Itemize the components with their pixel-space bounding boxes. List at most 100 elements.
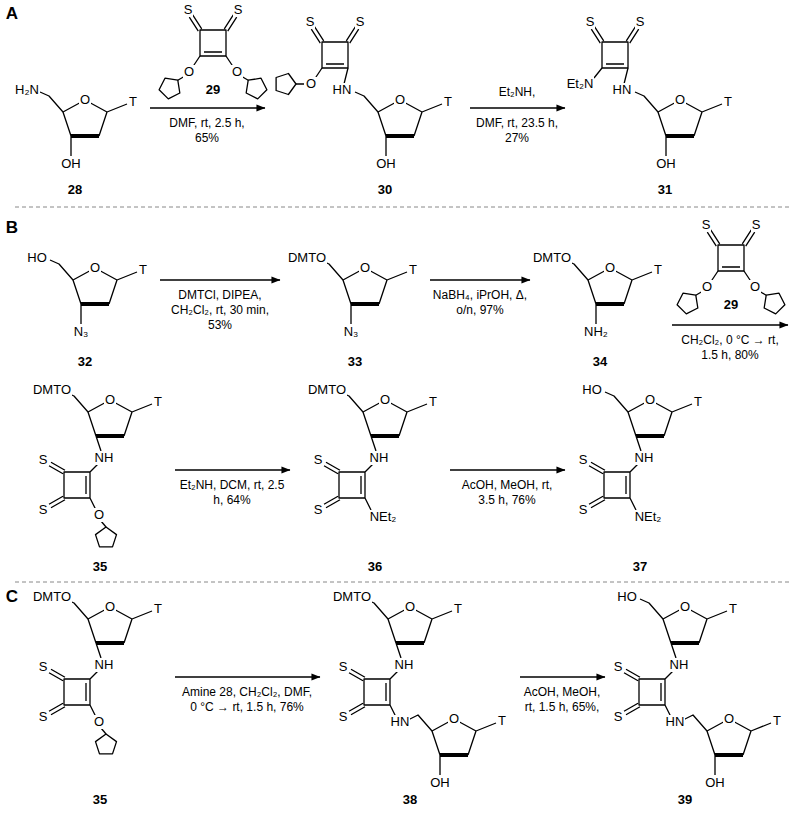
atom-label: S [38,453,49,467]
atom-label: S [305,15,316,29]
reaction-arrow [450,469,565,470]
atom-label: O [93,715,105,729]
atom-label: NEt₂ [369,510,398,524]
compound-number: 30 [377,183,393,197]
section-divider [15,207,790,582]
reaction-conditions: Et₂NH, [476,85,558,100]
atom-label: NH [94,451,115,465]
atom-label: OH [60,157,82,171]
atom-label: O [723,712,735,726]
atom-label: T [128,95,138,109]
reaction-conditions: DMTCl, DIPEA, CH₂Cl₂, rt, 30 min, 53% [160,288,280,333]
structure [635,92,722,156]
atom-label: T [723,95,733,109]
reaction-arrow [520,676,605,677]
reaction-conditions: Amine 28, CH₂Cl₂, DMF, 0 °C → rt, 1.5 h,… [179,685,316,715]
atom-label: DMTO [32,383,72,397]
atom-label: T [497,714,507,728]
atom-label: HN [612,83,633,97]
atom-label: T [428,395,438,409]
reaction-conditions: DMF, rt, 2.5 h, 65% [156,116,258,146]
atom-label: T [453,602,463,616]
structure [49,599,152,754]
reaction-arrow [470,107,565,108]
atom-label: O [404,600,416,614]
reaction-arrow [430,279,530,280]
atom-label: T [408,263,418,277]
atom-label: O [379,393,391,407]
atom-label: OH [655,157,677,171]
atom-label: NH₂ [583,325,609,339]
atom-label: S [313,503,324,517]
atom-label: S [751,218,762,232]
reaction-arrow [175,676,320,677]
atom-label: S [338,660,349,674]
atom-label: H₂N [14,83,40,97]
structure [50,260,137,324]
atom-label: T [138,263,148,277]
compound-number: 38 [402,793,418,807]
atom-label: OH [704,776,726,790]
atom-label: T [443,95,453,109]
atom-label: O [448,712,460,726]
atom-label: HN [390,715,411,729]
atom-label: T [693,395,703,409]
atom-label: O [183,65,195,79]
atom-label: S [313,453,324,467]
structure [320,260,407,324]
compound-number: 37 [632,560,648,574]
atom-label: O [679,600,691,614]
atom-label: S [338,710,349,724]
compound-number: 34 [592,355,608,369]
atom-label: S [38,660,49,674]
atom-label: S [233,3,244,17]
atom-label: DMTO [287,251,327,265]
atom-label: DMTO [307,383,347,397]
reaction-arrow [160,279,280,280]
structures [40,15,788,775]
structure [355,92,442,156]
structure [589,392,692,510]
atom-label: O [79,93,91,107]
structure [624,599,771,775]
atom-label: S [578,453,589,467]
atom-label: DMTO [32,590,72,604]
atom-label: O [749,280,761,294]
atom-label: O [93,508,105,522]
reaction-arrows [150,108,788,677]
structure [49,392,152,547]
atom-label: S [585,15,596,29]
compound-number: 33 [347,355,363,369]
atom-label: O [104,600,116,614]
atom-label: HO [581,383,603,397]
atom-label: T [772,714,782,728]
atom-label: S [183,3,194,17]
atom-label: O [674,93,686,107]
reaction-arrow [672,324,788,325]
reaction-arrow [150,107,265,108]
compound-number: 35 [92,560,108,574]
atom-label: HN [665,715,686,729]
atom-label: HO [26,251,48,265]
section-letter: C [5,588,19,607]
reagent-structure [674,230,787,317]
reaction-conditions: Et₂NH, DCM, rt, 2.5 h, 64% [176,478,288,508]
atom-label: NH [669,658,690,672]
atom-label: NH [634,451,655,465]
compound-number: 29 [205,83,221,97]
reaction-conditions: AcOH, MeOH, rt, 3.5 h, 76% [454,478,561,508]
atom-label: O [394,93,406,107]
atom-label: NH [94,658,115,672]
compound-number: 35 [92,793,108,807]
compound-number: 28 [67,183,83,197]
atom-label: S [355,15,366,29]
atom-label: T [153,395,163,409]
atom-label: S [38,710,49,724]
atom-label: Et₂N [566,77,595,91]
atom-label: HN [332,83,353,97]
compound-number: 32 [77,355,93,369]
atom-label: T [728,602,738,616]
atom-label: T [153,602,163,616]
atom-label: O [231,65,243,79]
